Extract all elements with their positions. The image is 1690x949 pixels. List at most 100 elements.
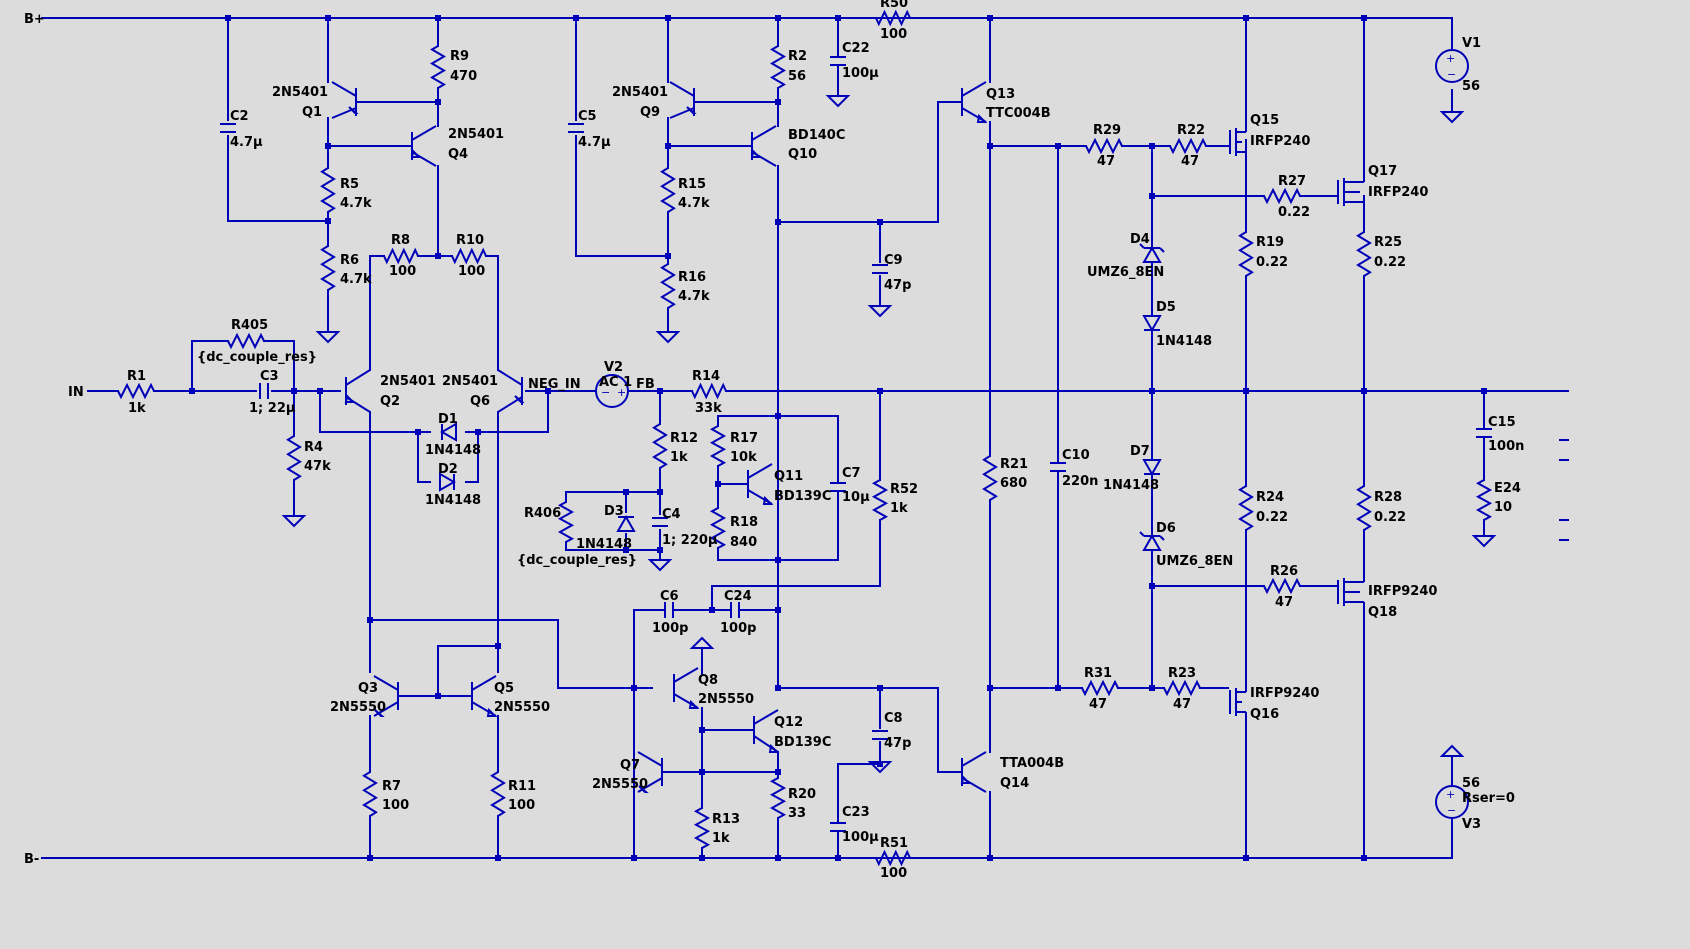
resistor-value: 100: [382, 798, 409, 813]
resistor-value: 0.22: [1256, 255, 1288, 270]
transistor-model: BD140C: [788, 128, 845, 143]
resistor-ref: R405: [231, 318, 268, 333]
capacitor-c9: C9 47p: [872, 253, 911, 293]
svg-text:+: +: [1446, 52, 1455, 65]
diode-model: 1N4148: [576, 537, 632, 552]
resistor-ref: R2: [788, 49, 807, 64]
resistor-value: 47k: [304, 459, 331, 474]
capacitor-ref: C4: [662, 507, 681, 522]
diode-d3: D3 1N4148: [576, 504, 636, 552]
resistor-value: 0.22: [1278, 205, 1310, 220]
capacitor-ref: C23: [842, 805, 870, 820]
capacitor-value: 100p: [652, 621, 688, 636]
resistor-ref: R7: [382, 779, 401, 794]
ground-symbol: [867, 305, 893, 318]
resistor-value: 0.22: [1256, 510, 1288, 525]
resistor-value: 47: [1089, 697, 1107, 712]
resistor-ref: R4: [304, 440, 323, 455]
resistor-ref: R21: [1000, 457, 1028, 472]
transistor-model: 2N5550: [592, 777, 648, 792]
ground-symbol: [647, 559, 673, 572]
resistor-ref: R15: [678, 177, 706, 192]
resistor-value: 4.7k: [340, 196, 372, 211]
transistor-ref: Q7: [620, 758, 640, 773]
capacitor-value: 100n: [1488, 439, 1524, 454]
capacitor-ref: C22: [842, 41, 870, 56]
source-value: 56: [1462, 79, 1480, 94]
resistor-value: 470: [450, 69, 477, 84]
diode-model: UMZ6_8EN: [1156, 554, 1233, 569]
resistor-ref: R27: [1278, 174, 1306, 189]
diode-ref: D1: [438, 412, 458, 427]
resistor-ref: R26: [1270, 564, 1298, 579]
resistor-ref: R28: [1374, 490, 1402, 505]
resistor-ref: R5: [340, 177, 359, 192]
resistor-ref: R25: [1374, 235, 1402, 250]
mosfet-model: IRFP9240: [1368, 584, 1437, 599]
transistor-ref: Q3: [358, 681, 378, 696]
diode-ref: D3: [604, 504, 624, 519]
resistor-value: 10: [1494, 500, 1512, 515]
transistor-model: 2N5401: [272, 85, 328, 100]
resistor-ref: R9: [450, 49, 469, 64]
resistor-value: 1k: [670, 450, 688, 465]
mosfet-model: IRFP9240: [1250, 686, 1319, 701]
resistor-ref: R13: [712, 812, 740, 827]
resistor-ref: R12: [670, 431, 698, 446]
resistor-value: 1k: [712, 831, 730, 846]
resistor-value: 0.22: [1374, 510, 1406, 525]
capacitor-value: 47p: [884, 278, 911, 293]
transistor-model: 2N5401: [380, 374, 436, 389]
transistor-ref: Q8: [698, 673, 718, 688]
resistor-value: {dc_couple_res}: [517, 553, 637, 568]
net-label-fb: FB: [636, 377, 655, 392]
ground-symbol: [825, 95, 851, 108]
ground-symbol: [1439, 111, 1465, 124]
capacitor-value: 4.7µ: [230, 135, 263, 150]
resistor-value: 47: [1275, 595, 1293, 610]
mosfet-model: IRFP240: [1368, 185, 1428, 200]
resistor-ref: R8: [391, 233, 410, 248]
ground-symbol: [315, 331, 341, 344]
svg-text:+: +: [1446, 788, 1455, 801]
source-ref: V1: [1462, 36, 1481, 51]
resistor-ref: E24: [1494, 481, 1521, 496]
capacitor-ref: C9: [884, 253, 903, 268]
transistor-ref: Q14: [1000, 776, 1029, 791]
transistor-ref: Q2: [380, 394, 400, 409]
resistor-value: 680: [1000, 476, 1027, 491]
resistor-ref: R51: [880, 836, 908, 851]
transistor-ref: Q6: [470, 394, 490, 409]
transistor-ref: Q13: [986, 87, 1015, 102]
wires: [41, 17, 1569, 859]
transistor-ref: Q10: [788, 147, 817, 162]
transistor-model: 2N5550: [698, 692, 754, 707]
resistor-value: 33k: [695, 401, 722, 416]
junctions: [189, 15, 1487, 861]
source-value: AC 1: [599, 375, 632, 390]
resistor-ref: R406: [524, 506, 561, 521]
